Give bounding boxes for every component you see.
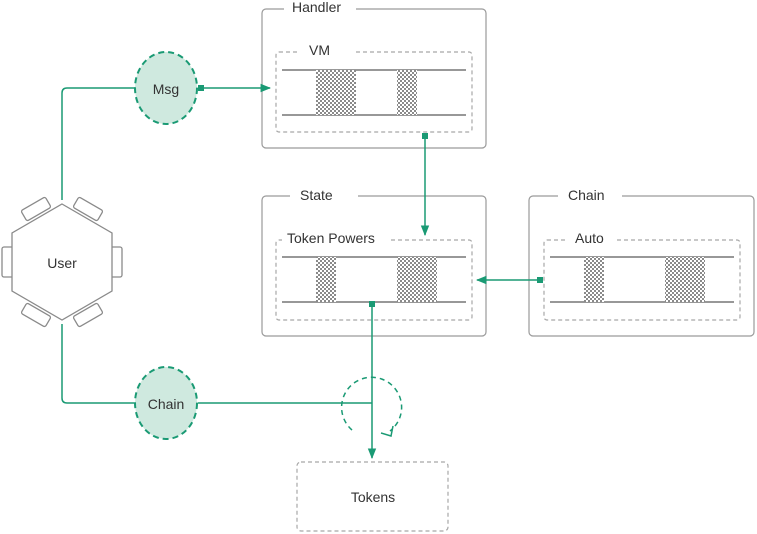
auto-block-1: [584, 257, 604, 302]
token-powers-block-1: [316, 257, 336, 302]
token-powers-box: Token Powers: [275, 229, 473, 321]
token-powers-block-2: [397, 257, 437, 302]
chain-node-label: Chain: [148, 396, 185, 412]
loop-cycle-head: [380, 425, 394, 437]
user-to-msg-line: [61, 87, 136, 200]
msg-node: Msg: [134, 51, 198, 125]
user-to-chain-line: [61, 324, 134, 404]
vm-block-1: [316, 70, 356, 115]
auto-block-2: [665, 257, 705, 302]
vm-block-2: [397, 70, 417, 115]
chain-panel-title: Chain: [568, 187, 605, 203]
vm-box: VM: [275, 41, 473, 133]
state-panel-title: State: [300, 187, 333, 203]
auto-box: Auto: [543, 229, 741, 321]
tokens-label: Tokens: [351, 489, 395, 505]
table-icon: [11, 203, 113, 321]
user-label: User: [47, 255, 77, 271]
chain-panel: Chain Auto: [528, 186, 755, 337]
tokens-box: Tokens: [296, 461, 449, 532]
handler-panel: Handler VM: [261, 0, 487, 149]
user-node: User: [1, 196, 123, 328]
handler-panel-title: Handler: [292, 0, 341, 15]
chain-node: Chain: [134, 366, 198, 440]
connectors: [61, 83, 540, 460]
auto-box-title: Auto: [575, 230, 604, 246]
state-panel: State Token Powers: [261, 186, 487, 337]
connector-endpoints: [198, 85, 543, 307]
loop-cycle: [340, 376, 403, 432]
vm-box-title: VM: [309, 42, 330, 58]
chair-icon: [1, 196, 123, 328]
msg-label: Msg: [153, 81, 179, 97]
token-powers-box-title: Token Powers: [287, 230, 375, 246]
